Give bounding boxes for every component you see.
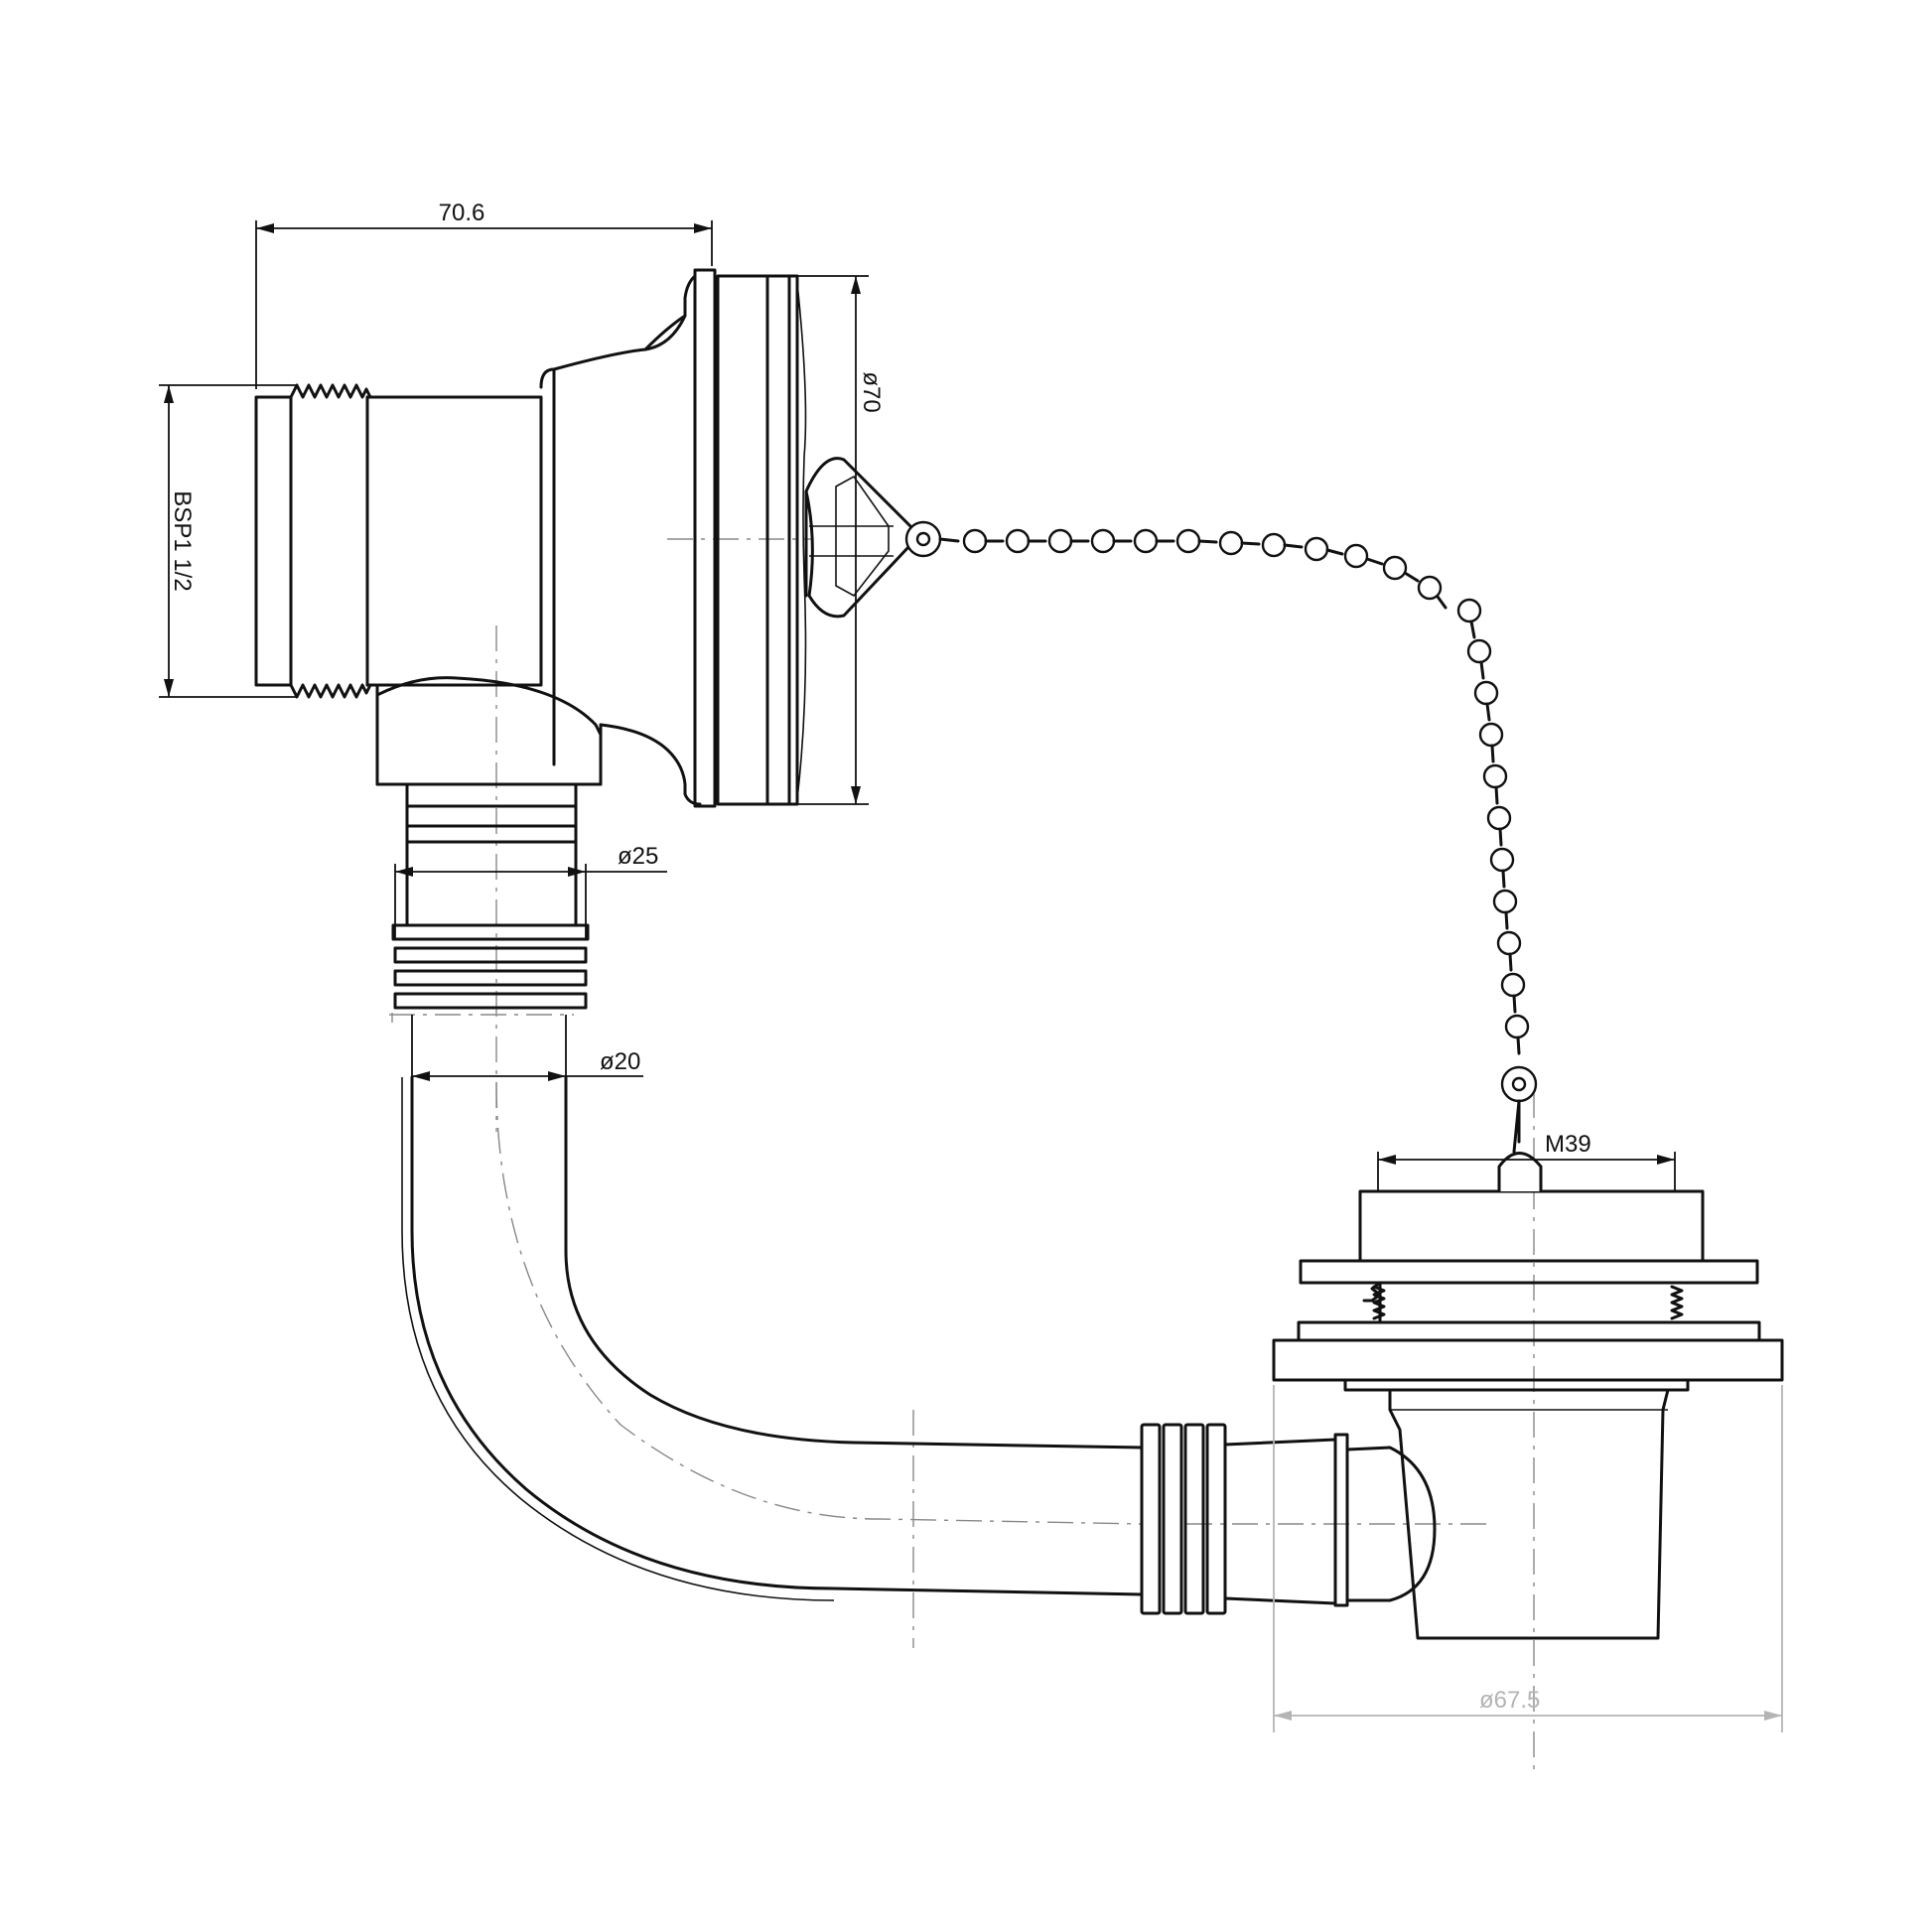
bend-inner — [564, 1075, 1144, 1449]
dim-overflow-length: 70.6 — [255, 200, 713, 389]
waste-assembly — [1272, 1152, 1784, 1640]
dim-waste-flange: ø67.5 — [1273, 1385, 1783, 1732]
waste-thread-right — [1670, 1285, 1684, 1320]
dim-label-67-5: ø67.5 — [1479, 1687, 1540, 1714]
thread-section — [289, 383, 372, 699]
outlet-ring-1 — [391, 923, 590, 941]
outlet-collar — [405, 782, 578, 808]
dim-outlet-upper: ø25 — [394, 843, 667, 938]
collar-ring — [539, 367, 556, 687]
plate-ring-2 — [765, 274, 791, 806]
bent-pipe — [401, 1075, 1144, 1601]
dim-label-70-6: 70.6 — [439, 200, 485, 226]
waste-plug-knob — [1497, 1152, 1543, 1191]
waste-top-body — [1358, 1189, 1705, 1263]
plate-ring-1 — [716, 274, 769, 806]
dim-overflow-plate: ø70 — [794, 275, 885, 805]
waste-mid-plate — [1297, 1320, 1761, 1342]
trap-coupling — [1140, 1423, 1437, 1615]
dim-label-70: ø70 — [858, 371, 885, 412]
chain — [904, 520, 1538, 1154]
dim-thread: BSP1 1/2 — [159, 384, 298, 698]
trap-inlet-stub — [1345, 1446, 1437, 1602]
waste-body — [1388, 1388, 1670, 1640]
center-lines — [389, 538, 1535, 1777]
waste-top-flange — [1299, 1259, 1759, 1285]
outlet-stem — [405, 804, 578, 927]
dim-label-bsp: BSP1 1/2 — [169, 490, 196, 591]
lower-elbow-body — [375, 683, 702, 806]
outlet-ring-4 — [393, 992, 588, 1010]
bend-outer — [410, 1075, 1144, 1596]
thread-stub — [254, 395, 293, 687]
flared-cone — [552, 274, 697, 371]
plate-ring-3 — [787, 274, 799, 806]
dim-label-20: ø20 — [600, 1048, 640, 1075]
outlet-pipe — [391, 782, 590, 1010]
pull-ring-handle — [804, 457, 917, 619]
overflow-face-plate — [693, 268, 917, 808]
dim-waste-thread: M39 — [1377, 1131, 1676, 1191]
main-cylinder — [365, 395, 543, 687]
dim-label-m39: M39 — [1545, 1131, 1591, 1158]
dim-outlet-lower: ø20 — [411, 1015, 643, 1081]
outlet-ring-2 — [393, 946, 588, 964]
outlet-ring-3 — [393, 969, 588, 987]
waste-base-flange — [1272, 1338, 1784, 1382]
dim-label-25: ø25 — [618, 843, 658, 870]
overflow-body — [254, 274, 702, 806]
plate-back-ring — [693, 268, 717, 808]
